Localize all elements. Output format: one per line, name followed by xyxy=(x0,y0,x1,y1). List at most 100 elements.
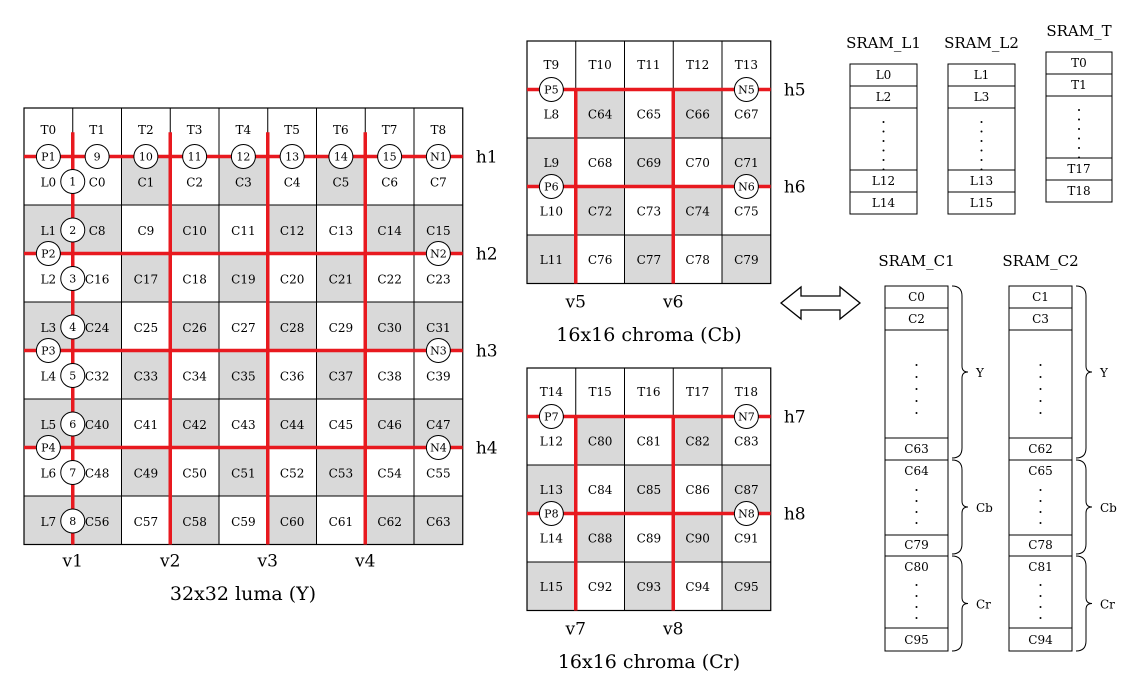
cr-top-label: T17 xyxy=(686,385,709,399)
sram-c-ellipsis-dot xyxy=(915,388,918,390)
luma-cell-label: L3 xyxy=(41,321,57,335)
cr-cell-label: C94 xyxy=(685,580,710,594)
luma-cell-label: C19 xyxy=(231,273,255,287)
cr-cell-label: L12 xyxy=(540,435,563,449)
luma-cell-shade xyxy=(121,350,171,399)
cb-cell-shade xyxy=(575,89,625,138)
cb-p-circle xyxy=(538,77,564,102)
luma-top-label: T1 xyxy=(89,123,105,137)
luma-cell-label: L0 xyxy=(41,176,57,190)
sram-cell-label: L3 xyxy=(974,90,990,104)
luma-n-circle-label: N3 xyxy=(430,345,447,358)
sram-cell-label: L12 xyxy=(872,174,895,188)
luma-cell-label: C36 xyxy=(280,370,304,384)
sram-cell-label: L2 xyxy=(876,90,892,104)
luma-cell-shade xyxy=(170,399,219,448)
luma-cell-label: C15 xyxy=(426,224,450,238)
brace-label: Y xyxy=(975,366,985,380)
luma-top-label: T8 xyxy=(431,123,447,137)
luma-top-circle-label: 11 xyxy=(188,151,202,164)
luma-col-circle-label: 6 xyxy=(69,418,76,431)
cb-cell-shade xyxy=(575,186,625,235)
luma-top-circle-label: 14 xyxy=(334,151,348,164)
cb-cell-label: C72 xyxy=(588,205,612,219)
luma-hlabel: h4 xyxy=(476,439,498,459)
cr-cell-label: C90 xyxy=(685,532,709,546)
sram-c-cell-label: C63 xyxy=(904,442,928,456)
luma-cell-label: C48 xyxy=(85,467,109,481)
luma-cell-label: C22 xyxy=(377,273,401,287)
luma-cell-shade xyxy=(365,496,414,545)
cr-top-label: T14 xyxy=(540,385,564,399)
sram-c-ellipsis-dot xyxy=(1039,489,1042,491)
cr-cell-label: C81 xyxy=(637,435,661,449)
brace-label: Y xyxy=(1099,366,1109,380)
sram-c-cell-label: C0 xyxy=(908,290,925,304)
brace-icon xyxy=(951,459,969,555)
cb-cell-label: C69 xyxy=(637,156,661,170)
cb-cell-label: C73 xyxy=(637,205,661,219)
cr-cell-label: C84 xyxy=(588,483,613,497)
sram-c-cell-label: C94 xyxy=(1028,633,1053,647)
sram-ellipsis-dot xyxy=(980,168,983,171)
luma-cell-label: C3 xyxy=(235,176,252,190)
luma-cell-shade xyxy=(219,350,268,399)
sram-ellipsis-dot xyxy=(882,168,885,171)
luma-cell-label: C20 xyxy=(280,273,304,287)
double-arrow-icon xyxy=(779,285,862,321)
luma-cell-shade xyxy=(365,399,414,448)
cr-cell-label: C80 xyxy=(588,435,612,449)
sram-c-ellipsis-dot xyxy=(915,522,918,524)
cb-n-circle-label: N6 xyxy=(738,181,755,194)
sram-ellipsis-dot xyxy=(1078,147,1080,149)
luma-p-circle xyxy=(35,435,61,460)
cr-cell-shade xyxy=(575,416,625,465)
sram-ellipsis-dot xyxy=(980,149,983,152)
luma-cell-label: C12 xyxy=(280,224,304,238)
luma-cell-label: C28 xyxy=(280,321,304,335)
sram-ellipsis-dot xyxy=(1078,128,1080,130)
luma-n-circle xyxy=(425,338,451,363)
cr-cell-shade xyxy=(722,562,771,611)
sram-ellipsis-dot xyxy=(882,140,885,142)
cr-caption: 16x16 chroma (Cr) xyxy=(558,651,740,673)
sram-cell-label: L15 xyxy=(970,196,993,210)
luma-col-circle xyxy=(60,363,86,388)
sram-block xyxy=(947,63,1016,215)
luma-cell-label: L4 xyxy=(41,370,57,384)
sram-c-ellipsis-dot xyxy=(915,376,918,378)
cr-hlabel: h7 xyxy=(784,408,806,428)
luma-top-circle-label: P1 xyxy=(41,151,55,164)
luma-cell-label: C11 xyxy=(231,224,255,238)
luma-col-circle-label: 8 xyxy=(69,515,76,528)
cr-cell-label: C85 xyxy=(637,483,661,497)
sram-ellipsis-dot xyxy=(980,140,983,142)
luma-cell-label: C4 xyxy=(284,176,301,190)
cb-cell-label: C71 xyxy=(734,156,758,170)
sram-c-ellipsis-dot xyxy=(915,511,918,513)
sram-cell-label: L0 xyxy=(876,68,892,82)
cr-cell-label: L15 xyxy=(540,580,563,594)
luma-cell-shade xyxy=(219,447,268,496)
luma-p-circle-label: P3 xyxy=(41,345,55,358)
luma-vlabel: v1 xyxy=(62,552,83,572)
luma-top-circle-label: 15 xyxy=(383,151,397,164)
luma-col-circle-label: 4 xyxy=(69,321,76,334)
cb-cell-label: C74 xyxy=(685,205,710,219)
luma-cell-label: C34 xyxy=(182,370,207,384)
cb-cell-shade xyxy=(624,235,674,284)
sram-ellipsis-dot xyxy=(980,130,983,133)
sram-ellipsis-dot xyxy=(1078,137,1080,140)
sram-c-ellipsis-dot xyxy=(915,617,918,619)
cr-hlabel: h8 xyxy=(784,505,806,525)
luma-col-circle-label: 2 xyxy=(69,224,76,237)
brace-label: Cb xyxy=(1100,501,1117,515)
cr-top-label: T15 xyxy=(588,385,611,399)
sram-cell-label: T1 xyxy=(1071,78,1087,92)
luma-cell-shade xyxy=(121,253,171,302)
cr-cell-label: C87 xyxy=(734,483,758,497)
cr-cell-label: C86 xyxy=(685,483,709,497)
luma-cell-label: C44 xyxy=(280,418,305,432)
luma-top-circle-label: 13 xyxy=(285,151,299,164)
brace-icon xyxy=(1075,459,1093,555)
